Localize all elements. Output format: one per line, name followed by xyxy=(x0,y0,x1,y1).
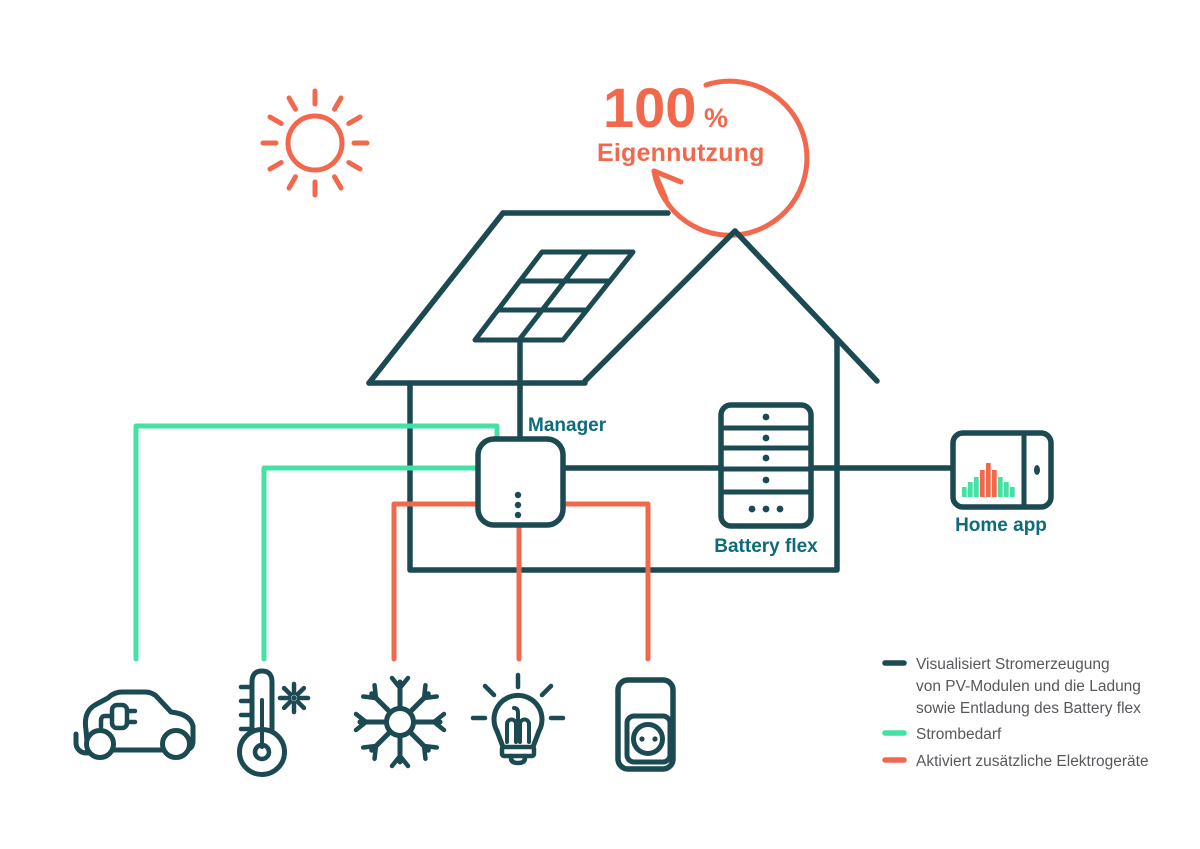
lightbulb-icon xyxy=(470,672,566,766)
home-app-chart-bar xyxy=(974,477,979,497)
demand-wire-car xyxy=(133,423,500,662)
legend-demand-label: Strombedarf xyxy=(916,726,1002,743)
battery-dividers xyxy=(721,425,811,495)
outlet-socket xyxy=(631,722,665,756)
home-app-chart-bar xyxy=(992,470,997,497)
frost-asterisk xyxy=(277,681,311,715)
thermometer-ticks xyxy=(238,684,255,732)
outlet-frame xyxy=(615,677,676,772)
home-app-chart-bars xyxy=(962,463,1015,497)
bulb-rays xyxy=(470,672,566,721)
manager-device: Manager xyxy=(475,415,607,528)
bulb-base xyxy=(499,744,537,759)
legend-activation-label: Aktiviert zusätzliche Elektrogeräte xyxy=(916,753,1149,770)
sun-icon xyxy=(260,88,370,198)
headline-value: 100 xyxy=(603,76,696,139)
activation-wire-outlet xyxy=(560,501,651,662)
house-with-solar-roof xyxy=(366,210,956,573)
snowflake-arms xyxy=(353,675,447,769)
home-app-chart-bar xyxy=(980,470,985,497)
battery-dots xyxy=(748,413,784,513)
snowflake-center xyxy=(384,706,416,738)
home-app-chart-bar xyxy=(1004,482,1009,497)
self-consumption-headline: 100 % Eigennutzung xyxy=(597,76,810,238)
demand-wire-heating xyxy=(261,465,481,662)
headline-label: Eigennutzung xyxy=(597,139,765,167)
bulb-filament xyxy=(505,706,531,744)
solar-panel-icon xyxy=(472,249,636,343)
bulb-tip xyxy=(508,753,528,766)
manager-dots xyxy=(514,491,522,519)
outlet-pin-right xyxy=(652,736,658,742)
wires xyxy=(133,423,651,662)
activation-wire-cooling xyxy=(391,501,481,662)
car-rear-wheel xyxy=(160,728,192,760)
outlet-pin-left xyxy=(639,736,645,742)
sun-rays xyxy=(260,88,370,198)
legend-generation-line-2: von PV-Modulen und die Ladung xyxy=(916,678,1141,695)
manager-box xyxy=(475,436,566,528)
bulb-glass xyxy=(491,692,545,734)
battery-flex-device: Battery flex xyxy=(714,402,818,557)
battery-label: Battery flex xyxy=(714,536,818,557)
home-app-chart-bar xyxy=(986,463,991,497)
home-app-label: Home app xyxy=(955,515,1047,536)
smartphone-icon: Home app xyxy=(950,430,1054,536)
thermometer-tube xyxy=(249,668,275,744)
car-plug-prongs xyxy=(124,708,138,725)
car-plug-body xyxy=(109,702,130,731)
car-body xyxy=(82,689,196,756)
house-walls xyxy=(407,336,840,573)
electric-car-icon xyxy=(73,689,196,760)
circular-arrow-head xyxy=(651,168,684,202)
battery-box xyxy=(718,402,814,529)
circular-arrow-icon xyxy=(651,78,810,238)
legend: Visualisiert Stromerzeugung von PV-Modul… xyxy=(882,656,1149,770)
home-app-chart-bar xyxy=(998,477,1003,497)
thermometer-bulb-ring xyxy=(252,742,272,762)
home-app-chart-bar xyxy=(1010,487,1015,497)
car-front-wheel xyxy=(84,728,116,760)
outlet-inner-frame xyxy=(624,713,673,765)
roof-apex-right xyxy=(732,228,880,384)
headline-percent: % xyxy=(704,103,728,133)
car-plug-cable xyxy=(98,713,115,730)
power-outlet-icon xyxy=(615,677,676,772)
roof-left-edge xyxy=(366,210,506,386)
car-cable-hook xyxy=(73,731,89,756)
home-app-chart-bar xyxy=(968,482,973,497)
snowflake-icon xyxy=(353,675,447,769)
sun-core xyxy=(285,113,345,173)
legend-generation-line-3: sowie Entladung des Battery flex xyxy=(916,700,1141,717)
bulb-neck xyxy=(494,728,542,750)
manager-label: Manager xyxy=(528,415,607,436)
thermometer-with-frost-icon xyxy=(237,668,311,777)
roof-apex-left xyxy=(582,228,738,384)
solar-panel-col-divider xyxy=(516,249,590,343)
home-app-chart-bar xyxy=(962,487,967,497)
phone-home-button xyxy=(1034,465,1040,475)
legend-generation-line-1: Visualisiert Stromerzeugung xyxy=(916,656,1110,673)
